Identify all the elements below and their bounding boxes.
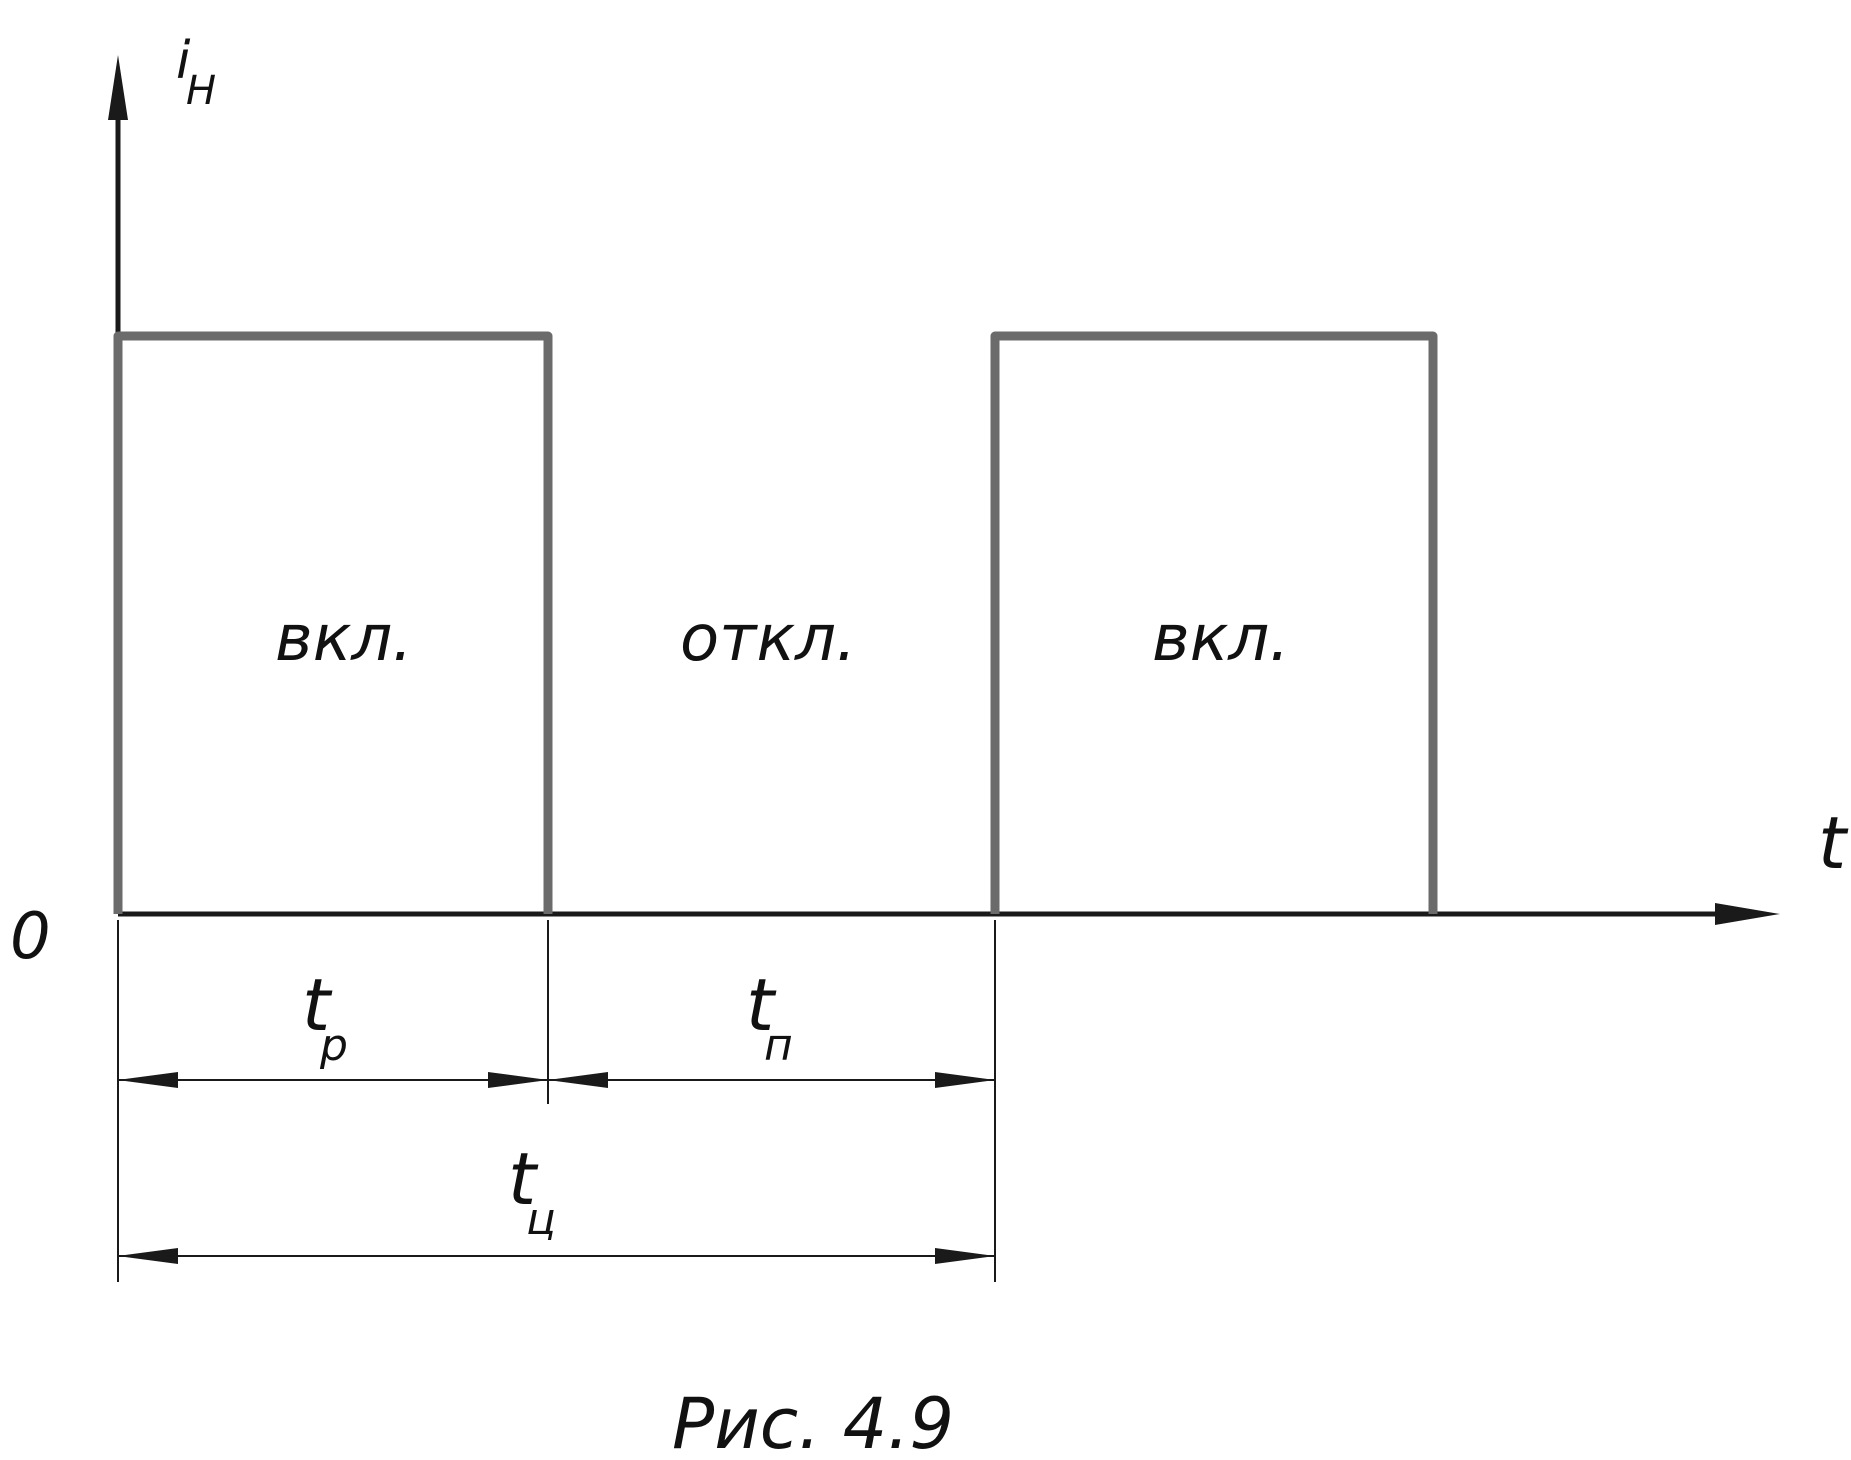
figure-caption: Рис. 4.9 <box>672 1383 954 1460</box>
dimension-label-work: t <box>302 963 333 1047</box>
dimension-arrow-pause-left <box>548 1072 608 1088</box>
dimension-arrow-work-right <box>488 1072 548 1088</box>
y-axis-label-subscript: Н <box>186 68 216 114</box>
x-axis-label: t <box>1818 801 1849 885</box>
state-label-off: откл. <box>680 602 856 676</box>
dimension-arrow-cycle-left <box>118 1248 178 1264</box>
state-label-on-first: вкл. <box>275 602 413 676</box>
origin-label: 0 <box>10 900 51 974</box>
pulse-waveform-second <box>990 331 1438 914</box>
x-axis-arrow <box>1715 903 1780 925</box>
dimension-label-cycle: t <box>508 1137 539 1221</box>
y-axis-arrow <box>108 55 128 120</box>
dimension-arrow-work-left <box>118 1072 178 1088</box>
state-label-on-second: вкл. <box>1152 602 1290 676</box>
dimension-label-pause-subscript: п <box>764 1020 793 1071</box>
y-axis-label: i <box>176 31 191 91</box>
pulse-waveform <box>113 331 553 914</box>
dimension-label-work-subscript: р <box>319 1020 348 1071</box>
dimension-arrow-pause-right <box>935 1072 995 1088</box>
dimension-label-cycle-subscript: ц <box>526 1194 556 1245</box>
dimension-label-pause: t <box>746 963 777 1047</box>
dimension-arrow-cycle-right <box>935 1248 995 1264</box>
